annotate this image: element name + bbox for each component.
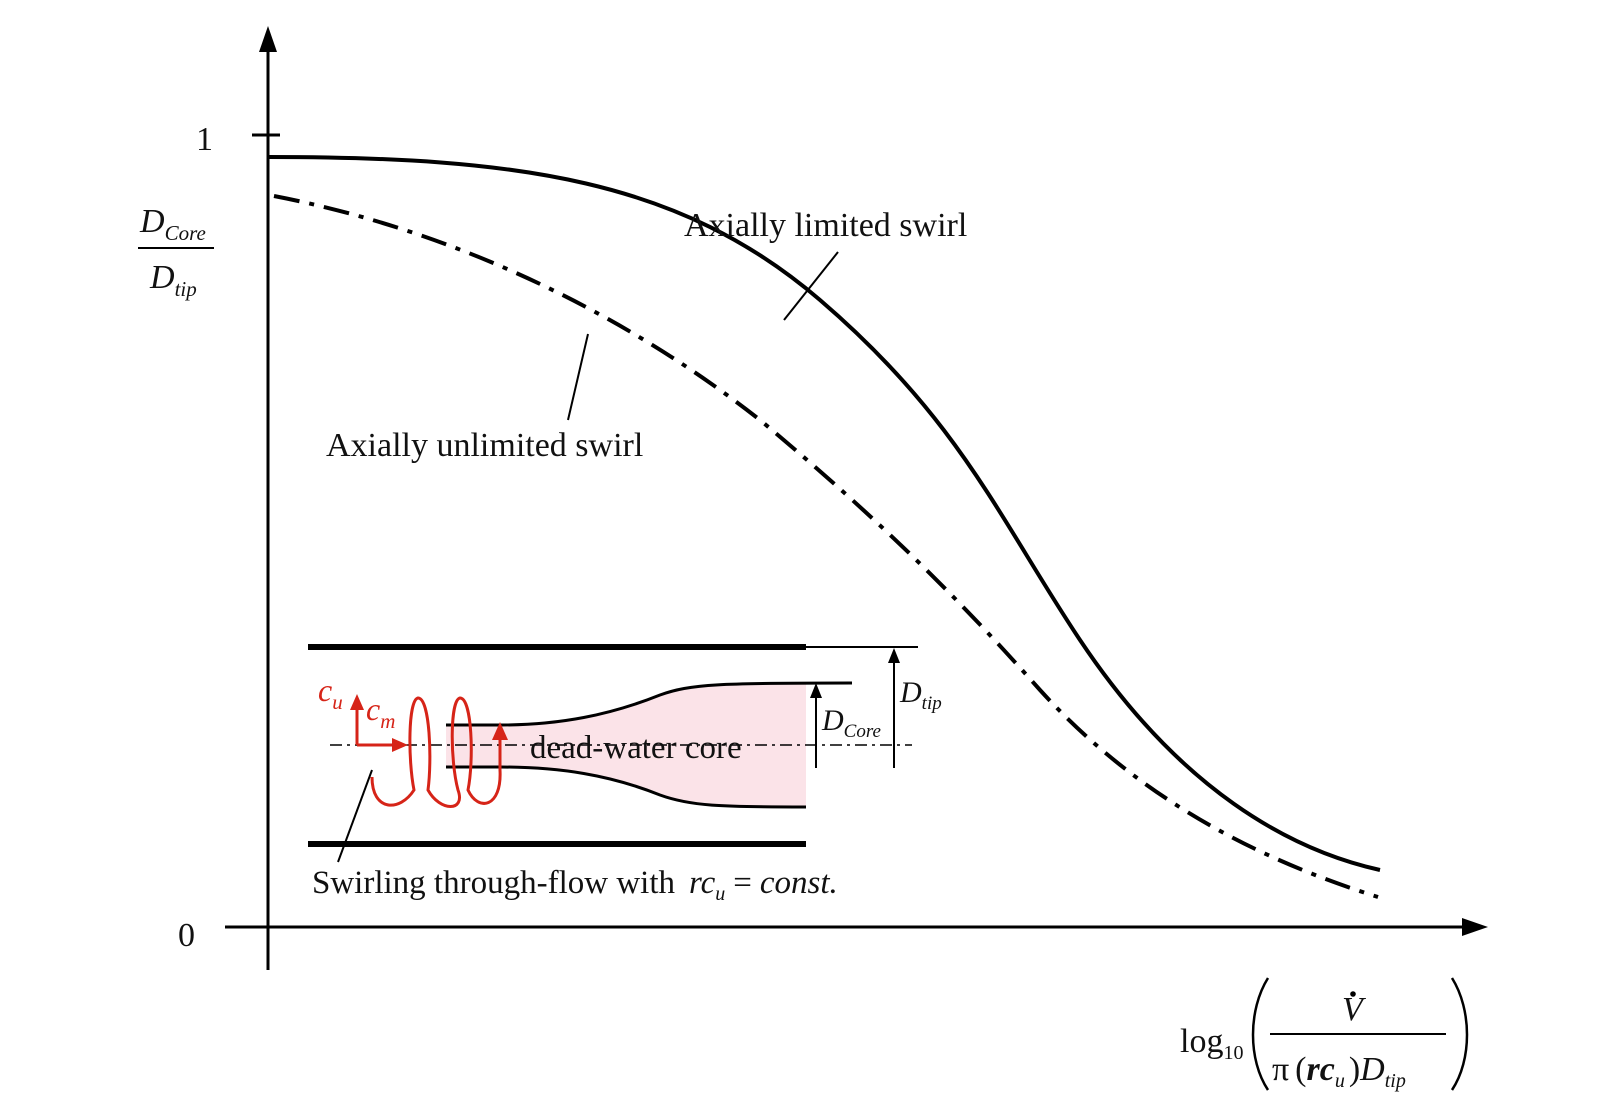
- caption-text: Swirling through-flow with: [312, 865, 675, 901]
- svg-text:DCore: DCore: [139, 203, 206, 245]
- cm-label-sub: m: [380, 709, 395, 733]
- dead-water-core-label: dead-water core: [530, 730, 742, 766]
- x-axis-label: log10 V π(rcu)Dtip: [1180, 977, 1469, 1092]
- x-label-log: log: [1180, 1023, 1223, 1060]
- swirl-helix: [370, 696, 502, 808]
- cm-vector-arrowhead: [392, 738, 408, 752]
- x-axis-arrowhead: [1462, 918, 1488, 936]
- x-label-rc-sub: u: [1335, 1070, 1345, 1092]
- x-label-rc: rc: [1307, 1051, 1335, 1088]
- cu-label-base: c: [318, 672, 332, 708]
- x-label-left-paren: [1251, 977, 1270, 1091]
- y-axis-arrowhead: [259, 26, 277, 52]
- cu-vector-arrowhead: [350, 694, 364, 710]
- svg-text:log10: log10: [1180, 1023, 1243, 1064]
- cu-label-sub: u: [332, 690, 343, 714]
- svg-text:cu: cu: [318, 672, 343, 714]
- x-label-paren-open: (: [1295, 1051, 1306, 1088]
- x-label-paren-close: ): [1349, 1051, 1360, 1088]
- caption-rc-sub: u: [715, 883, 725, 905]
- dtip-label-base: D: [899, 676, 922, 709]
- limited-leader-line: [783, 251, 839, 321]
- x-label-dot-accent: [1350, 991, 1356, 997]
- inset-schematic: DCore Dtip dead-water core cu cm Swirli: [308, 644, 942, 905]
- y-label-num-base: D: [139, 203, 165, 240]
- axes: [225, 26, 1488, 970]
- y-label-num-sub: Core: [165, 221, 206, 245]
- cm-label-base: c: [366, 691, 380, 727]
- x-label-numerator: V: [1342, 991, 1367, 1028]
- caption-leader-line: [337, 769, 373, 863]
- dtip-arrowhead: [888, 648, 900, 663]
- swirl-helix-path: [370, 696, 502, 808]
- core-upper-boundary: [446, 681, 853, 727]
- svg-text:Dtip: Dtip: [899, 676, 942, 714]
- svg-text:cm: cm: [366, 691, 395, 733]
- y-label-den-sub: tip: [175, 277, 197, 301]
- core-lower-boundary: [446, 765, 807, 809]
- dead-water-core-region: [446, 683, 806, 807]
- x-label-d: D: [1359, 1051, 1385, 1088]
- y-tick-label-0: 0: [178, 917, 195, 954]
- dcore-label-sub: Core: [844, 721, 881, 742]
- y-tick-label-1: 1: [196, 121, 213, 158]
- axially-unlimited-swirl-curve: [273, 194, 1379, 899]
- unlimited-leader-line: [567, 333, 589, 421]
- svg-text:π(rcu)Dtip: π(rcu)Dtip: [1272, 1051, 1406, 1092]
- caption-const: const.: [760, 865, 838, 901]
- dtip-label-sub: tip: [922, 693, 942, 714]
- caption-rc: rc: [689, 865, 716, 901]
- dcore-label-base: D: [821, 704, 844, 737]
- dcore-arrowhead: [810, 683, 822, 698]
- svg-text:DCore: DCore: [821, 704, 881, 742]
- caption-eq: =: [733, 865, 752, 901]
- swirl-end-arrowhead: [492, 722, 508, 740]
- axially-limited-swirl-curve: [267, 155, 1381, 872]
- axially-unlimited-swirl-label: Axially unlimited swirl: [326, 427, 643, 464]
- x-label-right-paren: [1450, 977, 1469, 1091]
- x-label-d-sub: tip: [1385, 1070, 1406, 1092]
- svg-text:Dtip: Dtip: [149, 259, 197, 301]
- axially-limited-swirl-label: Axially limited swirl: [684, 207, 967, 244]
- x-label-log-sub: 10: [1223, 1042, 1243, 1064]
- y-label-den-base: D: [149, 259, 175, 296]
- y-axis-label: DCore Dtip: [138, 203, 214, 301]
- x-label-pi: π: [1272, 1051, 1289, 1088]
